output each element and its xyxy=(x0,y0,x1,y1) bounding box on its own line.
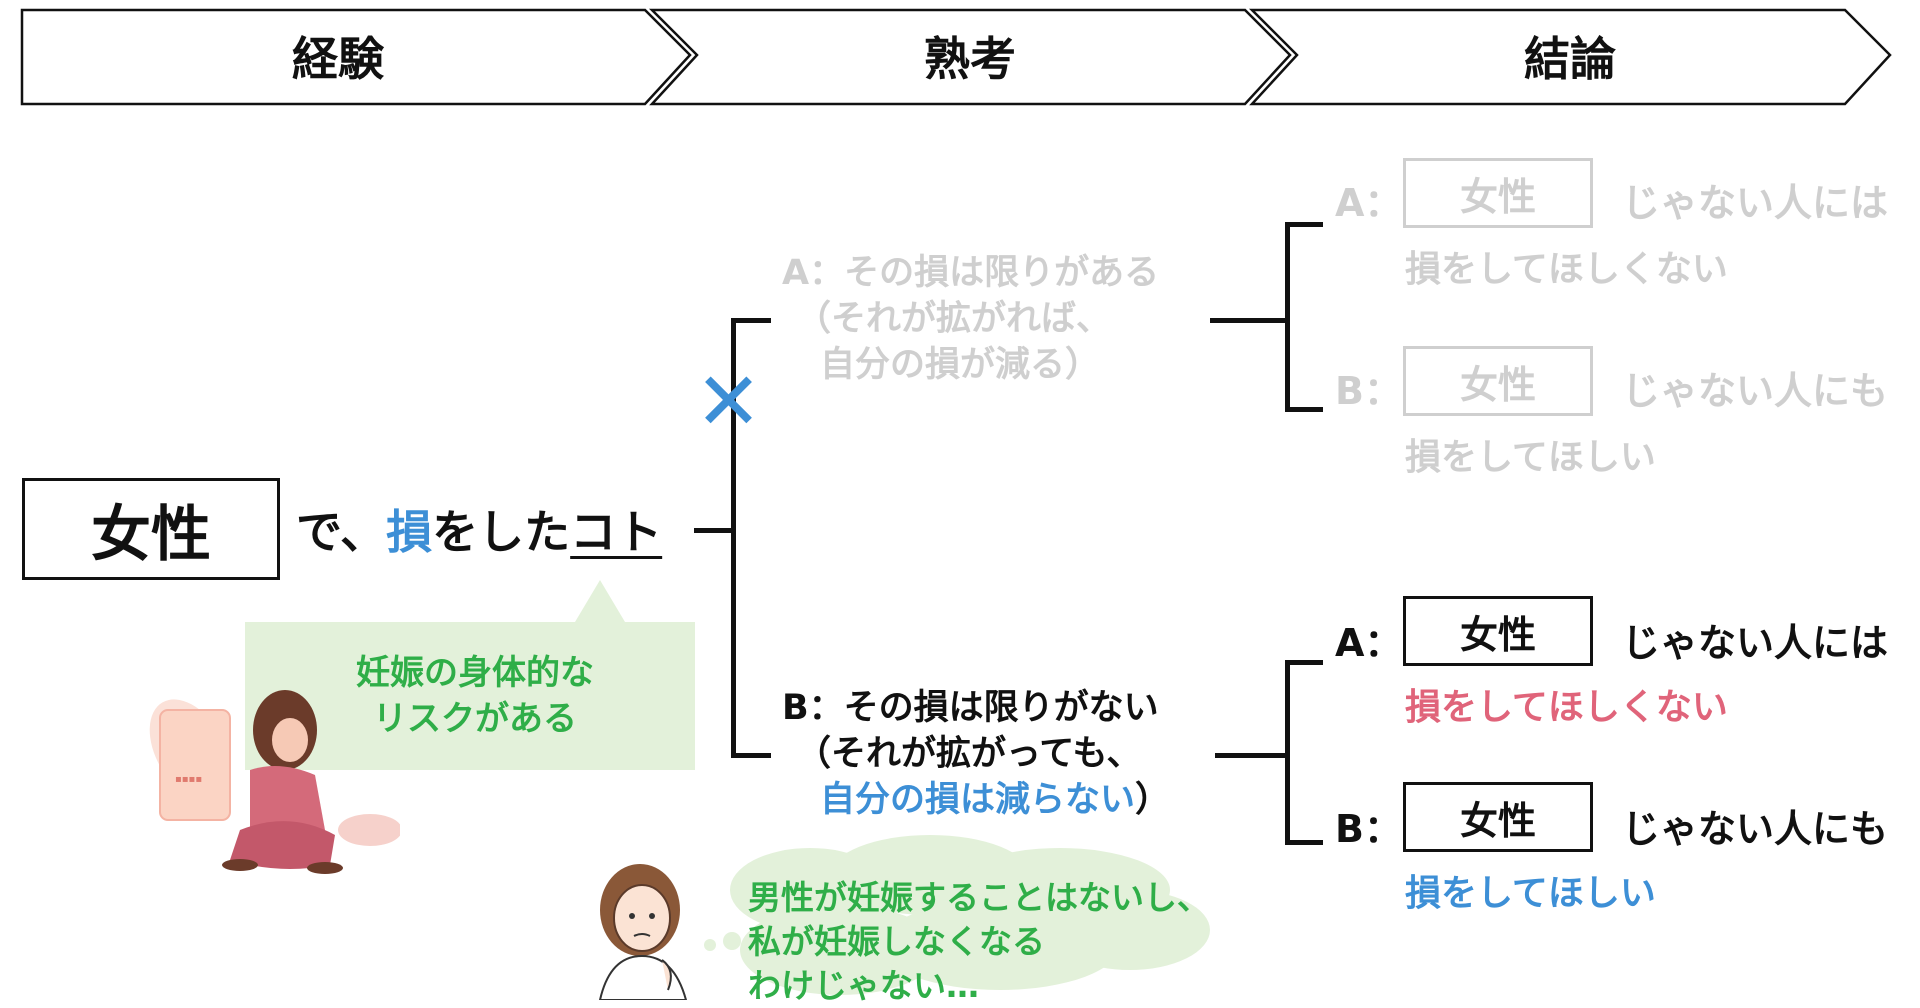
upper-b-sub: 損をしてほしい xyxy=(1405,437,1656,478)
connector-vertical-main xyxy=(731,318,736,758)
connector-upper-vertical xyxy=(1285,222,1290,412)
branch-a-text: A：その損は限りがある （それが拡がれば、 自分の損が減る） xyxy=(782,253,1160,385)
connector-lower-b xyxy=(1285,840,1323,845)
sentence-underlined-thing: コト xyxy=(570,505,663,559)
lower-b-sub: 損をしてほしい xyxy=(1405,873,1656,914)
stage-arrow-experience xyxy=(20,8,692,106)
upper-a-suffix: じゃない人には xyxy=(1622,181,1889,225)
upper-b-term-box: 女性 xyxy=(1403,346,1593,416)
connector-lower-in xyxy=(1215,753,1290,758)
sitting-woman-illustration: ▪▪▪▪ xyxy=(149,690,400,874)
connector-main xyxy=(694,528,736,533)
stage-arrow-deliberation xyxy=(648,8,1292,106)
thought-text: 男性が妊娠することはないし、 私が妊娠しなくなる わけじゃない… xyxy=(748,878,1210,1005)
thought-cloud xyxy=(704,835,1210,995)
speech-bubble xyxy=(245,580,695,770)
upper-a-term-box: 女性 xyxy=(1403,158,1593,228)
branch-b-text: B：その損は限りがない （それが拡がっても、 自分の損は減らない） xyxy=(782,688,1171,820)
bubble-text: 妊娠の身体的な リスクがある xyxy=(356,653,594,739)
connector-branch-a xyxy=(731,318,771,323)
lower-b-term-box: 女性 xyxy=(1403,782,1593,852)
upper-b-prefix: B： xyxy=(1335,369,1402,413)
term-box-woman: 女性 xyxy=(22,478,280,580)
connector-upper-b xyxy=(1285,407,1323,412)
experience-sentence: で、損をしたコト xyxy=(296,496,662,562)
connector-lower-vertical xyxy=(1285,660,1290,845)
lower-a-term-box: 女性 xyxy=(1403,596,1593,666)
sentence-mid: をした xyxy=(432,505,571,559)
upper-a-prefix: A： xyxy=(1335,181,1403,225)
connector-branch-b xyxy=(731,753,771,758)
stage-arrow-conclusion xyxy=(1248,8,1892,106)
sentence-prefix: で、 xyxy=(296,505,387,559)
branch-b-highlight: 自分の損は減らない xyxy=(820,780,1136,820)
upper-a-sub: 損をしてほしくない xyxy=(1405,249,1728,290)
sentence-highlight-loss: 損 xyxy=(386,505,433,559)
upper-b-suffix: じゃない人にも xyxy=(1622,369,1889,413)
lower-b-suffix: じゃない人にも xyxy=(1622,807,1889,851)
connector-upper-in xyxy=(1210,318,1290,323)
stage-label-conclusion: 結論 xyxy=(1524,32,1616,86)
lower-a-prefix: A： xyxy=(1335,621,1403,665)
lower-b-prefix: B： xyxy=(1335,807,1402,851)
stage-label-experience: 経験 xyxy=(292,32,384,86)
stage-label-deliberation: 熟考 xyxy=(924,32,1016,86)
stage-banner xyxy=(20,8,1892,106)
svg-text:▪▪▪▪: ▪▪▪▪ xyxy=(175,774,202,785)
rejected-x-icon: ✕ xyxy=(695,355,763,448)
lower-a-sub: 損をしてほしくない xyxy=(1405,687,1728,728)
thinking-woman-illustration xyxy=(598,864,688,1000)
connector-upper-a xyxy=(1285,222,1323,227)
lower-a-suffix: じゃない人には xyxy=(1622,621,1889,665)
connector-lower-a xyxy=(1285,660,1323,665)
